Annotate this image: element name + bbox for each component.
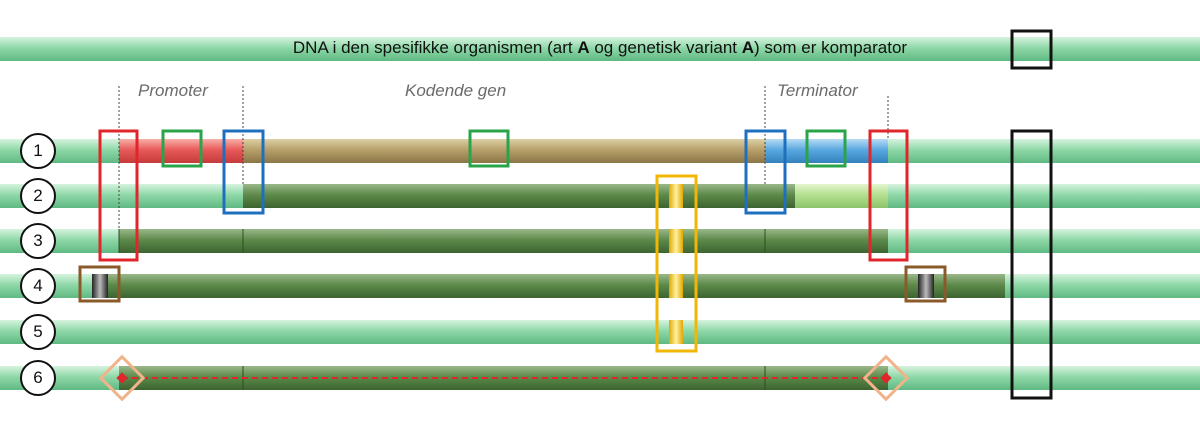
- promoter-segment: [119, 139, 243, 163]
- insert-segment-row-2: [243, 184, 795, 208]
- row-number-1: 1: [33, 141, 43, 160]
- row-number-6: 6: [33, 368, 43, 387]
- title-part-2: og genetisk variant: [589, 38, 742, 57]
- red-box-right: [868, 129, 909, 262]
- title-part-3: ) som er komparator: [754, 38, 908, 57]
- highlight-boxes: [78, 29, 1053, 402]
- brown-box-left: [78, 265, 121, 303]
- dna-strand-row-5: [0, 320, 1200, 344]
- marker-right-row-4: [918, 274, 934, 298]
- green-box-promoter: [161, 129, 203, 168]
- brown-box-right: [904, 265, 947, 303]
- comparator-title: DNA i den spesifikke organismen (art A o…: [0, 38, 1200, 58]
- label-terminator: Terminator: [777, 81, 858, 100]
- insert-segment-row-3: [119, 229, 888, 253]
- insertion-row-5: [669, 320, 683, 344]
- label-coding-gene: Kodende gen: [405, 81, 507, 100]
- coding-gene-segment: [243, 139, 765, 163]
- title-bold-species: A: [577, 38, 590, 57]
- title-part-1: DNA i den spesifikke organismen (art: [292, 38, 578, 57]
- point-insertions: [669, 184, 683, 344]
- row-number-4: 4: [33, 276, 43, 295]
- yellow-box: [655, 174, 698, 353]
- insertion-row-3: [669, 229, 683, 253]
- row-circle-1: [20, 133, 56, 169]
- green-box-gene: [468, 129, 510, 168]
- row-1-construct: [119, 139, 888, 163]
- row-circle-5: [20, 314, 56, 350]
- comparator-column-box: [1010, 129, 1053, 400]
- comparator-box: [1010, 29, 1053, 70]
- row-number-3: 3: [33, 231, 43, 250]
- blue-box-left: [222, 129, 265, 215]
- red-box-left: [98, 129, 139, 262]
- row-circle-3: [20, 223, 56, 259]
- salmon-diamond-left: [98, 354, 146, 402]
- dna-strand-comparator: [0, 37, 1200, 61]
- insertion-row-4: [669, 274, 683, 298]
- insert-segment-row-4: [99, 274, 1005, 298]
- row-circle-4: [20, 268, 56, 304]
- salmon-diamond-right: [862, 354, 910, 402]
- row-number-5: 5: [33, 322, 43, 341]
- blue-box-right: [744, 129, 787, 215]
- row-circle-6: [20, 360, 56, 396]
- marker-left-row-4: [92, 274, 108, 298]
- segment-dividers-row-3: [118, 229, 766, 253]
- row-number-2: 2: [33, 186, 43, 205]
- row-circle-2: [20, 178, 56, 214]
- title-bold-variant: A: [741, 38, 755, 57]
- region-guides: [118, 86, 889, 229]
- label-promoter: Promoter: [138, 81, 208, 100]
- insertion-row-2: [669, 184, 683, 208]
- row-number-circles: [20, 133, 56, 396]
- row-2-construct: [243, 184, 888, 208]
- endpoint-right-dot: [880, 372, 892, 384]
- light-terminator-segment: [795, 184, 888, 208]
- green-box-terminator: [805, 129, 847, 168]
